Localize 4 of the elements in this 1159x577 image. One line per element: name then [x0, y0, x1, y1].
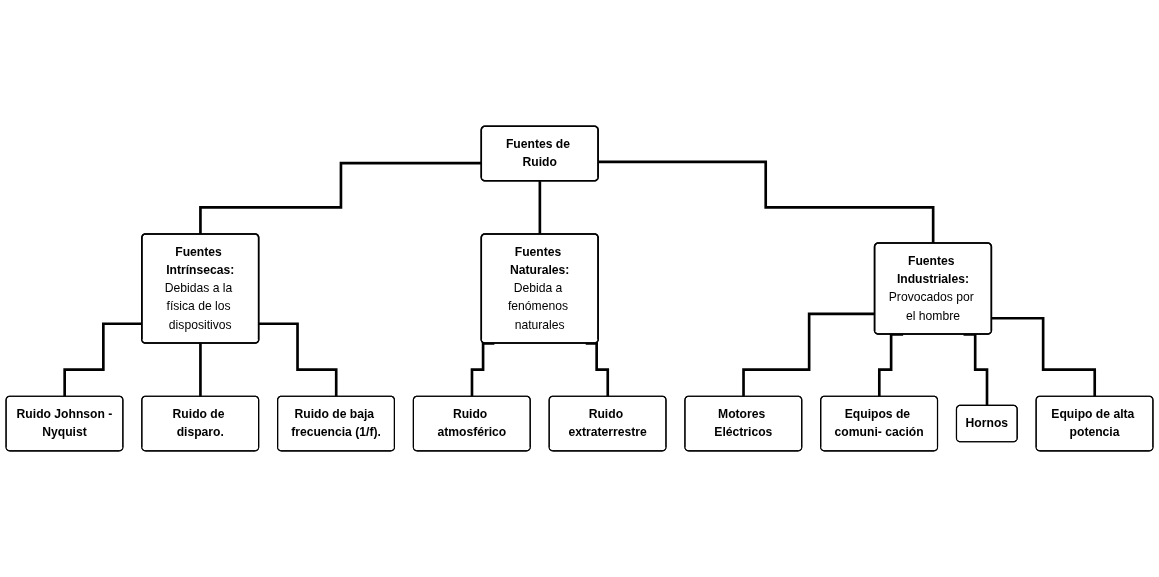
connector [991, 316, 1097, 398]
connector [199, 342, 202, 398]
connector [742, 312, 875, 398]
connector [259, 322, 338, 398]
